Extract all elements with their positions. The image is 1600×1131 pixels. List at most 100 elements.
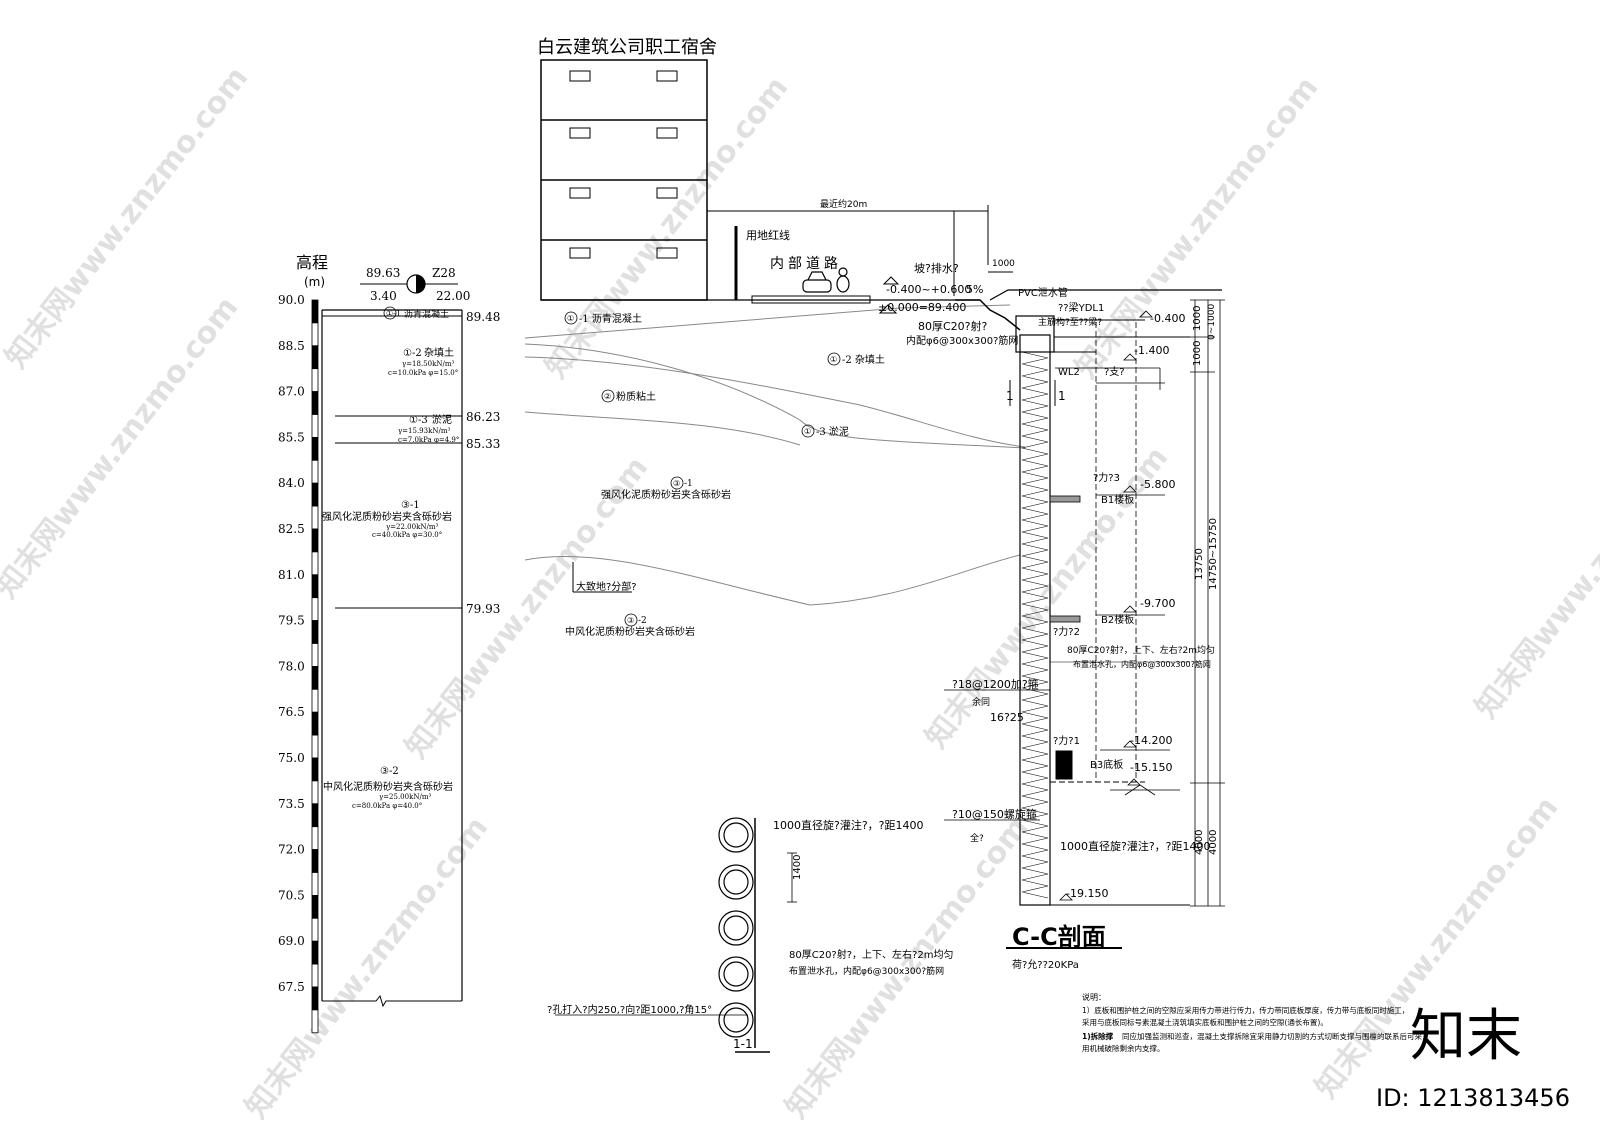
scale-segment [311, 482, 319, 507]
borehole-top-left: 89.63 [366, 266, 400, 280]
redline-label: 用地红线 [746, 228, 790, 242]
scale-segment [311, 528, 319, 553]
elevation-tick-label: 90.0 [278, 293, 305, 307]
watermark: 知末网www.znzmo.com [1469, 410, 1600, 725]
scale-segment [311, 666, 319, 690]
pile-circle [718, 817, 754, 853]
site-surface [541, 205, 1222, 331]
scale-segment [311, 620, 319, 644]
layer-param: γ=22.00kN/m³ [386, 523, 438, 531]
level-0400: -0.400 [1150, 312, 1185, 325]
layer-param: γ=15.93kN/m³ [398, 427, 450, 435]
dim-label: 14750~15750 [1208, 518, 1219, 590]
elevation-tick-label: 70.5 [278, 888, 305, 902]
level-14200: -14.200 [1130, 734, 1172, 747]
zero-elevation: ±0.000=89.400 [878, 301, 966, 314]
b1-label: B1楼板 [1101, 493, 1134, 506]
notes-line: 同应加强监测和巡查，混凝土支撑拆除宜采用静力切割的方式切断支撑与围檩的联系后可采 [1122, 1031, 1422, 1041]
elevation-tick-label: 78.0 [278, 659, 305, 673]
level-triangles [1059, 310, 1156, 901]
layer-param: γ=18.50kN/m³ [402, 360, 454, 368]
boundary-elev: 79.93 [466, 602, 500, 616]
anchor-note: ?孔打入?内250,?向?距1000,?角15° [547, 1003, 712, 1016]
spiral-note-b: 全? [970, 832, 984, 844]
profile-layer-id: ③ [627, 616, 634, 625]
layer-id: ③-1 [401, 500, 420, 511]
elevation-tick-labels: 90.088.587.085.584.082.581.079.578.076.5… [278, 293, 305, 994]
section-mark-left: 1 [1006, 389, 1014, 403]
rebar-count: 16?25 [990, 711, 1024, 724]
elevation-tick-label: 81.0 [278, 568, 305, 582]
scale-segment [311, 780, 319, 805]
level-19150: -19.150 [1066, 887, 1108, 900]
pile-spacing-dim: 1400 [792, 855, 803, 880]
scale-segment [311, 849, 319, 873]
support-label: ?支? [1104, 366, 1125, 378]
scale-segment [311, 414, 319, 438]
level-5800: -5.800 [1140, 478, 1175, 491]
pvc-label: PVC泄水管 [1018, 286, 1068, 299]
scale-segment [311, 643, 319, 667]
scale-segment [311, 459, 319, 484]
layer-id: ①-3 [409, 415, 428, 426]
profile-layer-name: 粉质粘土 [616, 390, 656, 403]
dim-label: 1000 [1192, 341, 1203, 366]
dim-label: 1000 [1192, 306, 1203, 331]
scale-segment [311, 940, 319, 965]
b2-label: B2楼板 [1101, 613, 1134, 626]
spiral-note: ?10@150螺旋箍 [952, 807, 1037, 821]
dim-label: 0~1000 [1207, 304, 1217, 340]
scale-segment [311, 597, 319, 622]
scale-segment [311, 345, 319, 370]
level-15150: -15.150 [1130, 761, 1172, 774]
elevation-tick-label: 75.0 [278, 751, 305, 765]
scale-segment [311, 574, 319, 599]
pile-circle [718, 956, 754, 992]
profile-layer-id: ② [604, 392, 611, 401]
profile-layer-desc: 强风化泥质粉砂岩夹含砾砂岩 [601, 488, 731, 501]
scale-segment [311, 551, 319, 576]
scale-segment [311, 803, 319, 828]
scale-segment [311, 368, 319, 393]
profile-layer-desc: 中风化泥质粉砂岩夹含砾砂岩 [565, 625, 695, 638]
rebar-note-b: 余同 [972, 696, 990, 708]
scale-segment [311, 436, 319, 461]
elevation-tick-label: 87.0 [278, 385, 305, 399]
layer-id: ①-2 [403, 348, 422, 359]
level-1400: -1.400 [1134, 344, 1169, 357]
profile-layer-name: -1 [684, 479, 693, 489]
section-mark-right: 1 [1058, 389, 1066, 403]
scale-segment [311, 917, 319, 942]
elevation-tick-label: 67.5 [278, 980, 305, 994]
elevation-tick-label: 88.5 [278, 339, 305, 353]
pile-plan-note: 1000直径旋?灌注?，?距1400 [773, 818, 924, 832]
grade-range: -0.400~+0.600 [886, 283, 971, 296]
mesh-note: 内配φ6@300x300?筋网 [906, 334, 1018, 347]
elevation-unit: (m) [304, 275, 325, 289]
pile-circle [718, 1002, 754, 1038]
profile-labels: ① -1 沥青混凝土 ① -2 杂填土 ② 粉质粘土 ① -3 淤泥 ③ -1 … [564, 311, 885, 638]
boundary-elev: 85.33 [466, 437, 500, 451]
elevation-scale-bar [311, 299, 319, 1034]
borehole-bottom-left: 3.40 [370, 289, 397, 303]
layer-param: c=80.0kPa φ=40.0° [352, 802, 422, 810]
beam-label: ??梁YDL1 [1058, 301, 1104, 314]
scale-segment [311, 895, 319, 919]
profile-layer-id: ① [804, 427, 811, 436]
pile-note: 1000直径旋?灌注?，?距1400 [1060, 839, 1211, 853]
dim-label: 4000 [1194, 830, 1205, 855]
scale-segment [311, 322, 319, 347]
plan-title: 1-1 [733, 1037, 753, 1051]
spray-note: 80厚C20?射? [918, 319, 988, 333]
elevation-tick-label: 82.5 [278, 522, 305, 536]
b3-label: B3底板 [1090, 758, 1123, 771]
spray-note-b: 布置泄水孔，内配φ6@300x300?筋网 [1073, 659, 1211, 669]
layer-id: ③-2 [380, 766, 399, 777]
profile-layer-id: ① [830, 355, 837, 364]
pile-circle [723, 822, 749, 848]
watermark-layer: 知末网www.znzmo.com 知末网www.znzmo.com 知末网www… [0, 60, 1600, 1125]
layer-param: γ=25.00kN/m³ [379, 793, 431, 801]
elevation-tick-label: 69.0 [278, 934, 305, 948]
pile-plan-1-1 [555, 817, 797, 1053]
